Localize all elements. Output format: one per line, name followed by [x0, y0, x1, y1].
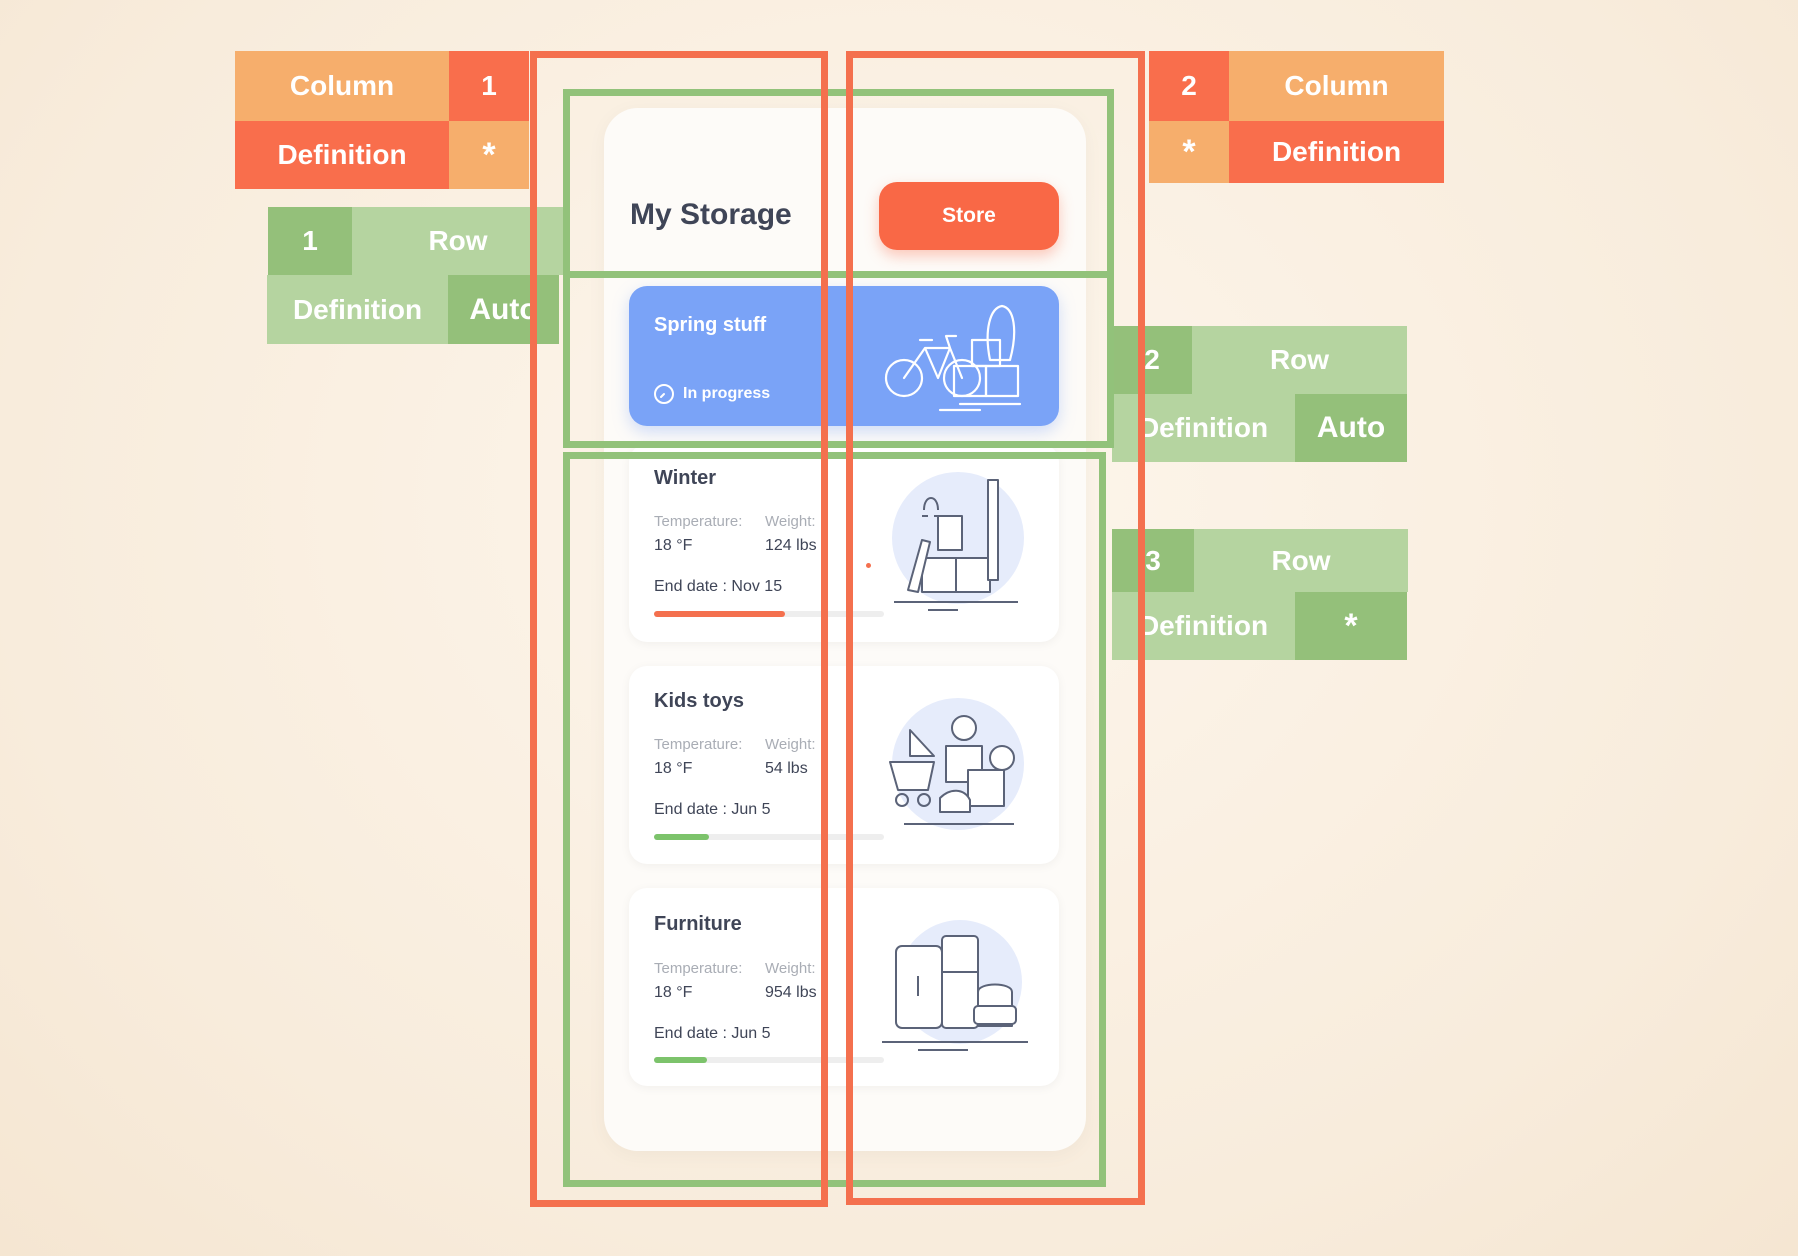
row-label: Row: [1192, 326, 1407, 394]
toys-icon: [889, 698, 1024, 830]
progress-bar: [654, 1057, 884, 1063]
grid-row-2-right: [1107, 278, 1114, 444]
definition-label: Definition: [267, 275, 448, 344]
furniture-icon: [882, 920, 1028, 1051]
definition-label: Definition: [235, 121, 449, 189]
clock-icon: [654, 384, 674, 404]
featured-title: Spring stuff: [654, 314, 767, 336]
bicycle-boxes-icon: [884, 304, 1022, 412]
weight-value: 954 lbs: [765, 984, 817, 1001]
row-number: 3: [1112, 529, 1194, 592]
progress-bar: [654, 834, 884, 840]
card-title: Winter: [654, 467, 717, 489]
page-title: My Storage: [630, 198, 792, 231]
grid-column-divider: [846, 51, 853, 1205]
star-value: *: [1295, 592, 1407, 660]
cursor-dot: [866, 563, 871, 568]
grid-column-divider: [821, 51, 828, 1207]
end-date: End date : Nov 15: [654, 578, 783, 595]
row-number: 1: [268, 207, 352, 275]
winter-gear-icon: [892, 472, 1024, 611]
star-value: *: [1149, 121, 1229, 183]
definition-label: Definition: [1229, 121, 1444, 183]
row-label: Row: [352, 207, 564, 275]
grid-row-2-left: [563, 278, 570, 444]
temperature-label: Temperature:: [654, 960, 743, 977]
grid-row-1-outline: [563, 89, 1114, 278]
weight-value: 124 lbs: [765, 537, 817, 554]
row-number: 2: [1112, 326, 1192, 394]
auto-value: Auto: [448, 275, 559, 344]
temperature-value: 18 °F: [654, 984, 693, 1001]
temperature-label: Temperature:: [654, 513, 743, 530]
end-date: End date : Jun 5: [654, 801, 771, 818]
card-title: Kids toys: [654, 690, 745, 712]
column-label: Column: [235, 51, 449, 121]
grid-row-divider: [563, 441, 1114, 448]
weight-label: Weight:: [765, 960, 816, 977]
column-label: Column: [1229, 51, 1444, 121]
store-button[interactable]: Store: [879, 182, 1059, 250]
temperature-label: Temperature:: [654, 736, 743, 753]
weight-label: Weight:: [765, 736, 816, 753]
column-number: 1: [449, 51, 529, 121]
weight-label: Weight:: [765, 513, 816, 530]
row-label: Row: [1194, 529, 1408, 592]
auto-value: Auto: [1295, 394, 1407, 462]
end-date: End date : Jun 5: [654, 1025, 771, 1042]
column-number: 2: [1149, 51, 1229, 121]
status-text: In progress: [683, 385, 771, 402]
progress-bar: [654, 611, 884, 617]
temperature-value: 18 °F: [654, 760, 693, 777]
card-title: Furniture: [654, 913, 742, 935]
grid-row-3-outline: [563, 452, 1106, 1187]
star-value: *: [449, 121, 529, 189]
temperature-value: 18 °F: [654, 537, 693, 554]
weight-value: 54 lbs: [765, 760, 808, 777]
featured-card[interactable]: [629, 286, 1059, 426]
featured-status: In progress: [653, 383, 770, 405]
